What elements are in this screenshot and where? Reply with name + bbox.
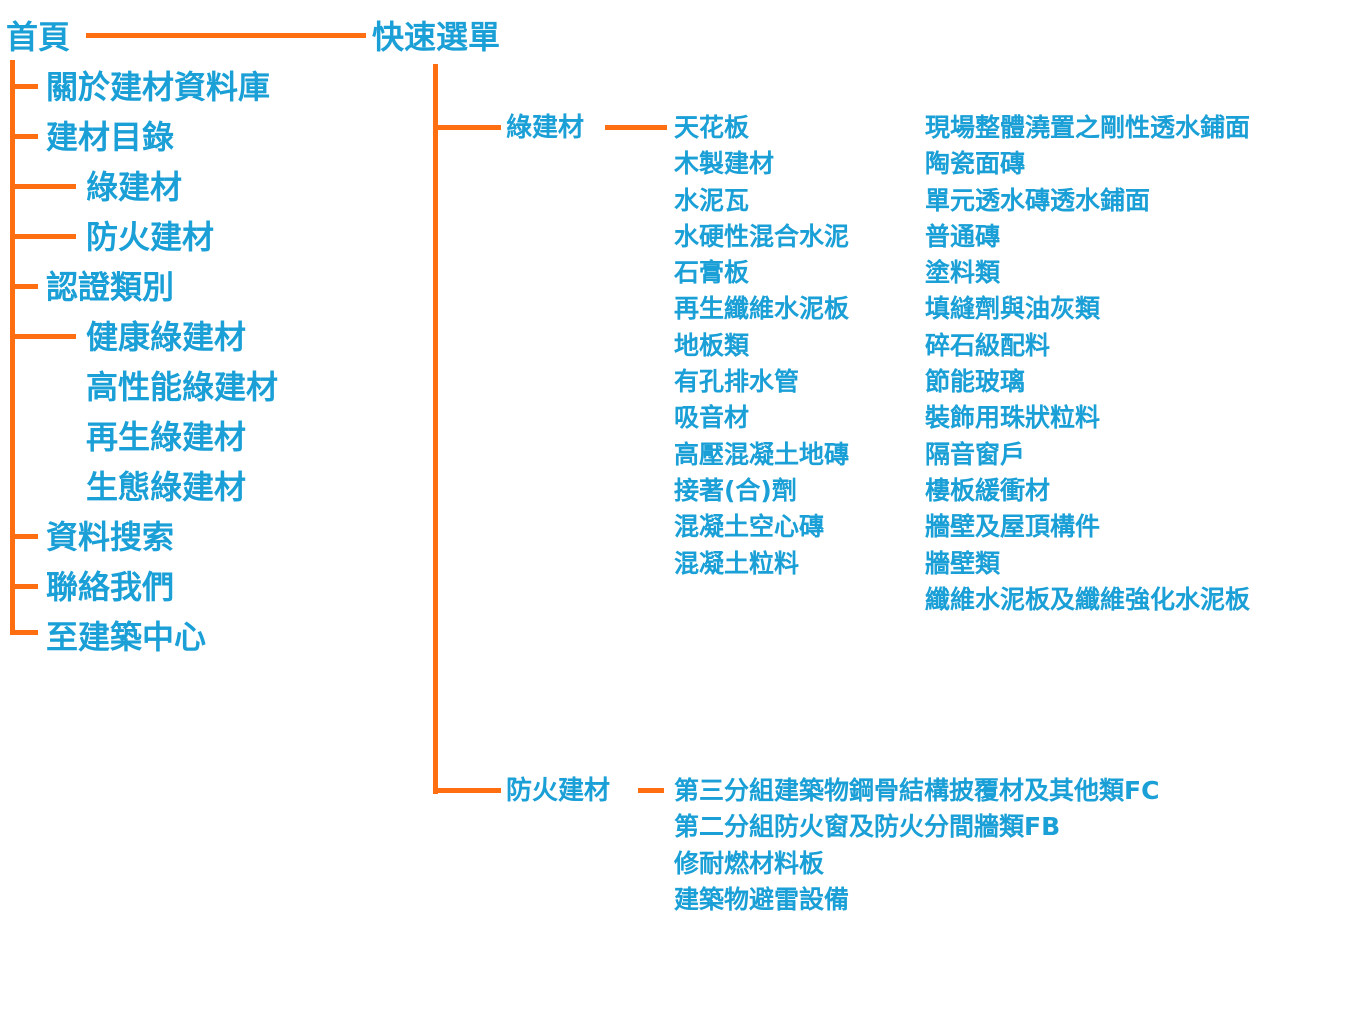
connector-fire-col [638, 788, 664, 793]
menu-healthy[interactable]: 健康綠建材 [86, 318, 247, 356]
list-item[interactable]: 裝飾用珠狀粒料 [925, 403, 1101, 433]
list-item[interactable]: 混凝土空心磚 [674, 512, 825, 542]
green-list-col2: 現場整體澆置之剛性透水鋪面 陶瓷面磚 單元透水磚透水鋪面 普通磚 塗料類 填縫劑… [925, 110, 1250, 618]
connector-quickmenu-trunk [433, 64, 438, 794]
menu-ecological[interactable]: 生態綠建材 [86, 468, 247, 506]
list-item[interactable]: 普通磚 [925, 221, 1001, 251]
list-item[interactable]: 水泥瓦 [674, 185, 750, 215]
green-branch-label[interactable]: 綠建材 [506, 113, 585, 143]
menu-recycled[interactable]: 再生綠建材 [86, 418, 247, 456]
connector-green-branch [433, 125, 501, 130]
quick-menu-link[interactable]: 快速選單 [372, 18, 501, 56]
list-item[interactable]: 高壓混凝土地磚 [674, 439, 850, 469]
list-item[interactable]: 第二分組防火窗及防火分間牆類FB [674, 812, 1061, 842]
connector-fireproof [10, 234, 76, 239]
connector-healthy [10, 334, 76, 339]
list-item[interactable]: 樓板緩衝材 [925, 475, 1051, 505]
connector-contact [10, 584, 38, 589]
list-item[interactable]: 有孔排水管 [674, 367, 800, 397]
connector-search [10, 534, 38, 539]
menu-about[interactable]: 關於建材資料庫 [46, 68, 271, 106]
list-item[interactable]: 塗料類 [925, 258, 1001, 288]
list-item[interactable]: 接著(合)劑 [674, 475, 797, 505]
list-item[interactable]: 混凝土粒料 [674, 548, 800, 578]
list-item[interactable]: 節能玻璃 [925, 367, 1026, 397]
list-item[interactable]: 牆壁類 [925, 548, 1001, 578]
list-item[interactable]: 天花板 [674, 113, 750, 142]
menu-green[interactable]: 綠建材 [86, 168, 183, 206]
list-item[interactable]: 地板類 [674, 330, 750, 360]
connector-green [10, 184, 76, 189]
connector-left-trunk [10, 60, 15, 634]
connector-fire-branch [433, 788, 501, 793]
list-item[interactable]: 陶瓷面磚 [925, 149, 1026, 179]
menu-contact[interactable]: 聯絡我們 [46, 568, 175, 606]
connector-about [10, 84, 38, 89]
menu-search[interactable]: 資料搜索 [46, 518, 175, 556]
fire-list: 第三分組建築物鋼骨結構披覆材及其他類FC 第二分組防火窗及防火分間牆類FB 修耐… [674, 773, 1159, 918]
list-item[interactable]: 現場整體澆置之剛性透水鋪面 [925, 113, 1251, 142]
list-item[interactable]: 纖維水泥板及纖維強化水泥板 [925, 584, 1251, 614]
connector-catalog [10, 134, 38, 139]
list-item[interactable]: 第三分組建築物鋼骨結構披覆材及其他類FC [674, 776, 1160, 805]
connector-green-col [605, 125, 667, 130]
connector-home-quickmenu [86, 33, 366, 38]
menu-catalog[interactable]: 建材目錄 [46, 118, 175, 156]
home-link[interactable]: 首頁 [6, 18, 71, 56]
menu-high-perf[interactable]: 高性能綠建材 [86, 368, 279, 406]
list-item[interactable]: 建築物避雷設備 [674, 884, 850, 914]
list-item[interactable]: 石膏板 [674, 258, 750, 288]
menu-center[interactable]: 至建築中心 [46, 618, 207, 656]
list-item[interactable]: 碎石級配料 [925, 330, 1051, 360]
list-item[interactable]: 單元透水磚透水鋪面 [925, 185, 1151, 215]
list-item[interactable]: 再生纖維水泥板 [674, 294, 850, 324]
list-item[interactable]: 修耐燃材料板 [674, 848, 825, 878]
list-item[interactable]: 木製建材 [674, 149, 775, 179]
menu-fireproof[interactable]: 防火建材 [86, 218, 215, 256]
list-item[interactable]: 填縫劑與油灰類 [925, 294, 1101, 324]
list-item[interactable]: 吸音材 [674, 403, 750, 433]
green-list-col1: 天花板 木製建材 水泥瓦 水硬性混合水泥 石膏板 再生纖維水泥板 地板類 有孔排… [674, 110, 849, 582]
list-item[interactable]: 牆壁及屋頂構件 [925, 512, 1101, 542]
list-item[interactable]: 隔音窗戶 [925, 439, 1026, 469]
connector-center [10, 630, 38, 635]
connector-cert-types [10, 284, 38, 289]
list-item[interactable]: 水硬性混合水泥 [674, 221, 850, 251]
fire-branch-label[interactable]: 防火建材 [506, 776, 611, 806]
menu-cert-types[interactable]: 認證類別 [46, 268, 175, 306]
